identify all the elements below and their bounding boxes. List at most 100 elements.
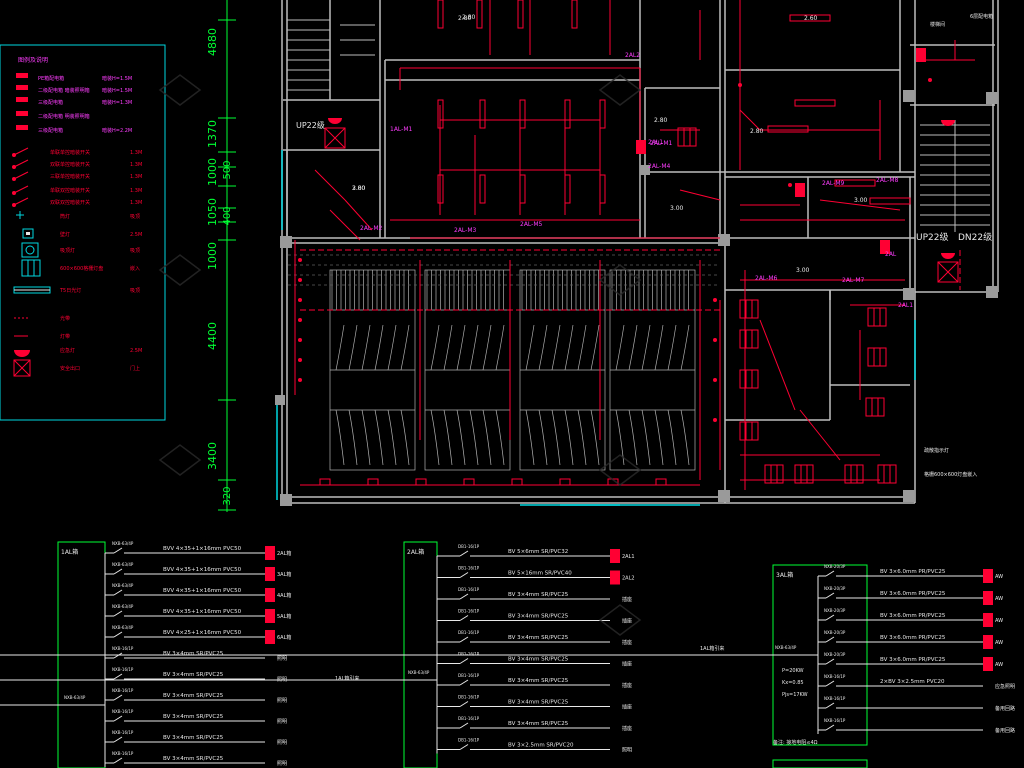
legend-item-label: 三级配电箱 [38, 99, 63, 106]
legend-item-label: 二级配电箱 明装照明箱 [38, 113, 90, 120]
fluorescent-fixture [564, 99, 571, 129]
load-label: AW [995, 640, 1003, 646]
grille-light [867, 347, 887, 367]
fluorescent-fixture [519, 99, 526, 129]
dim-label: 1000 [206, 158, 219, 186]
grille-light [739, 299, 759, 319]
legend-item-label: 应急灯 [60, 347, 75, 354]
legend-item-label: 单联双控暗装开关 [50, 187, 90, 194]
legend-item-spec: 暗装H=2.2M [102, 127, 132, 134]
panel-tag: 2AL2 [625, 52, 640, 59]
cable-spec: BV 3×4mm SR/PVC25 [163, 672, 224, 678]
breaker-rating: NXB-20/3P [824, 564, 846, 569]
panel-tag: 2AL [885, 251, 897, 258]
legend-symbol [12, 197, 29, 207]
downlight [655, 478, 667, 486]
legend-item-label: PE箱配电箱 [38, 75, 64, 82]
legend-symbol [12, 171, 29, 181]
load-label: 照明 [277, 656, 287, 662]
board-name: 3AL箱 [776, 571, 793, 579]
legend-symbol [16, 125, 28, 130]
legend-item-label: 光带 [60, 315, 70, 322]
legend-symbol [22, 228, 34, 239]
feeder-label: 1AL箱引来 [700, 645, 724, 652]
breaker-rating: NXB-20/3P [824, 608, 846, 613]
load-label: 照明 [277, 698, 287, 704]
grille-light [677, 127, 697, 147]
panel-tag: 2AL-M6 [755, 275, 778, 282]
grille-light [844, 464, 864, 484]
legend-symbol [21, 242, 39, 258]
legend-item-label: 三级配电箱 [38, 127, 63, 134]
load-label: 3AL箱 [277, 571, 291, 578]
legend-symbol [12, 147, 29, 157]
fluorescent-fixture [564, 174, 571, 204]
breaker-rating: NXB-63/4P [112, 604, 134, 609]
cable-spec: BV 3×4mm SR/PVC25 [508, 635, 569, 641]
switch [713, 378, 717, 382]
switch [298, 258, 302, 262]
workstation-block [519, 269, 606, 471]
load-label: 插座 [622, 618, 632, 625]
legend-symbol [16, 97, 28, 102]
breaker-rating: NXB-63/4P [112, 583, 134, 588]
breaker-rating: NXB-16/1P [112, 646, 134, 651]
downlight [319, 478, 331, 486]
breaker-rating: DB1-16/1P [458, 630, 480, 635]
legend-item-label: 三联单控暗装开关 [50, 173, 90, 180]
legend-item-spec: 暗装H=1.3M [102, 99, 132, 106]
room-dim: 2.80 [750, 128, 764, 135]
breaker-rating: NXB-63/4P [112, 625, 134, 630]
dim-label: 1370 [206, 120, 219, 148]
panel-tag: 2AL1 [898, 302, 913, 309]
breaker-rating: DB1-16/1P [458, 673, 480, 678]
load-label: 备用回路 [995, 727, 1015, 734]
grille-light [794, 464, 814, 484]
panel-tag: 2AL1 [648, 139, 663, 146]
board-name: 2AL箱 [407, 548, 424, 556]
switch [928, 78, 932, 82]
breaker-rating: NXB-16/1P [112, 667, 134, 672]
load-label: AW [995, 574, 1003, 580]
load-label: 插座 [622, 639, 632, 646]
load-label: 5AL箱 [277, 613, 291, 620]
breaker-rating: DB1-16/1P [458, 652, 480, 657]
cable-spec: BV 3×4mm SR/PVC25 [163, 735, 224, 741]
legend-item-spec: 2.5M [130, 232, 142, 238]
cable-spec: BV 3×6.0mm PR/PVC25 [880, 613, 946, 619]
switch [713, 338, 717, 342]
legend-item-spec: 吸顶 [130, 214, 140, 220]
cable-spec: BV 3×4mm SR/PVC25 [163, 756, 224, 762]
legend-item-spec: 吸顶 [130, 248, 140, 254]
exit-sign [937, 261, 959, 283]
wiring-run [344, 199, 373, 231]
switch [298, 338, 302, 342]
breaker-rating: DB1-16/1P [458, 609, 480, 614]
grille-light [739, 329, 759, 349]
switch [298, 298, 302, 302]
legend-item-spec: 1.3M [130, 174, 142, 180]
load-label: 4AL箱 [277, 592, 291, 599]
room-dim: 3.00 [796, 267, 810, 274]
cable-spec: BV 3×4mm SR/PVC25 [508, 614, 569, 620]
wiring-run [759, 319, 796, 411]
switch [738, 83, 742, 87]
legend-item-spec: 1.3M [130, 188, 142, 194]
cable-spec: BV 3×6.0mm PR/PVC25 [880, 569, 946, 575]
linear-fixture [767, 125, 809, 133]
downlight [415, 478, 427, 486]
legend-item-label: 吸顶灯 [60, 247, 75, 254]
